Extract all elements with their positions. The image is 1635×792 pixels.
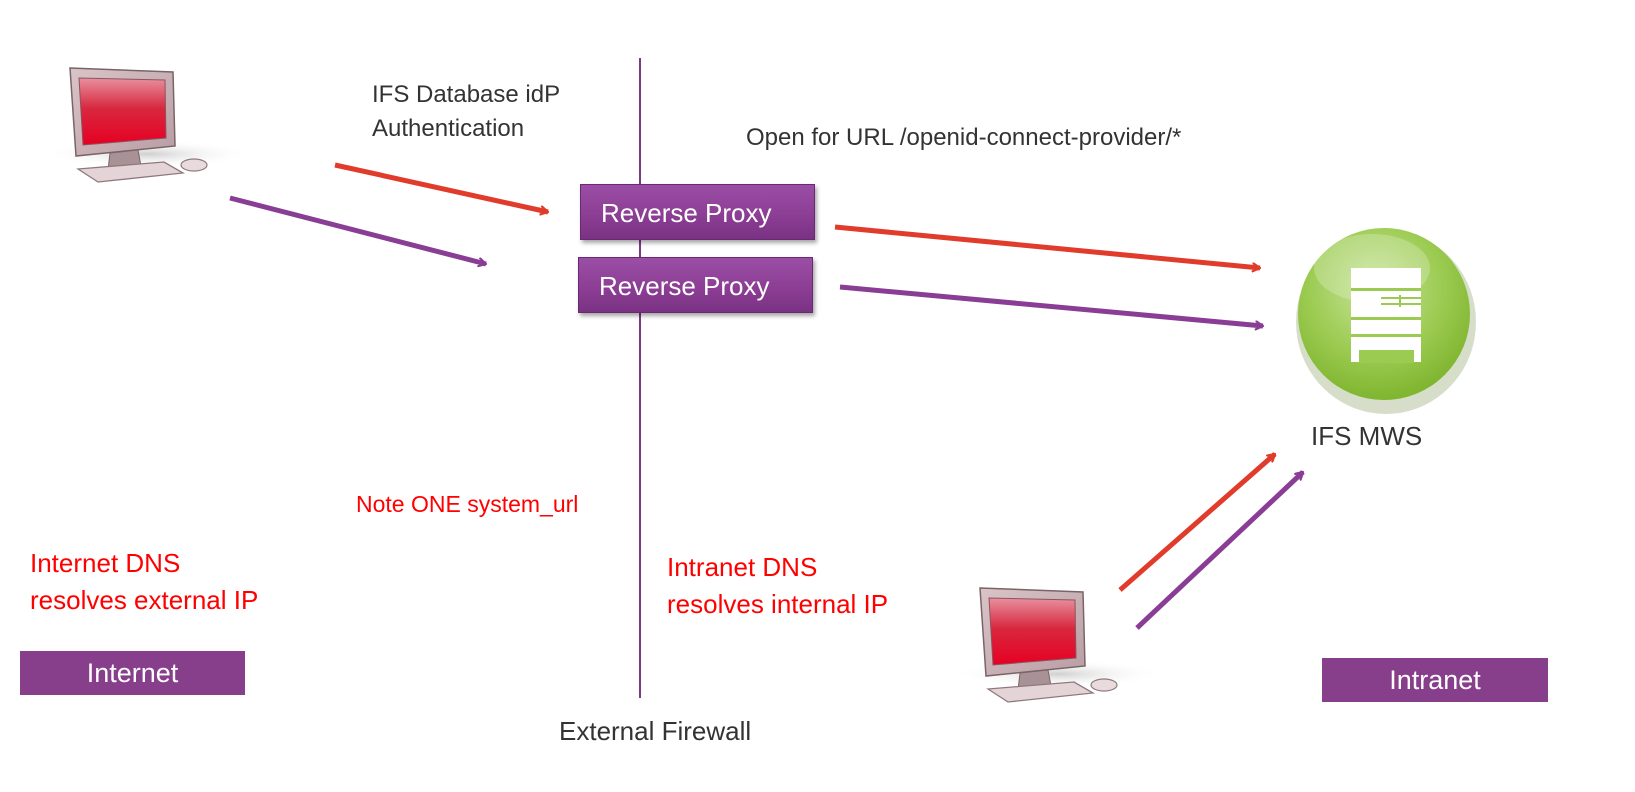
- idp-label: IFS Database idP Authentication: [372, 78, 560, 146]
- zone-intranet-badge: Intranet: [1322, 658, 1548, 702]
- idp-label-line1: IFS Database idP: [372, 81, 561, 108]
- arrow-red-client-to-proxy: [334, 162, 548, 212]
- arrow-red-proxy-to-server: [834, 224, 1260, 268]
- intranet-dns-line1: Intranet DNS: [667, 552, 818, 582]
- idp-label-line2: Authentication: [372, 115, 525, 142]
- arrow-purple-intranet-to-server: [1135, 470, 1305, 630]
- server-icon: [1296, 228, 1476, 414]
- reverse-proxy-bottom: Reverse Proxy: [578, 257, 813, 313]
- server-name-label: IFS MWS: [1311, 421, 1423, 451]
- internet-dns-label: Internet DNS resolves external IP: [30, 545, 258, 619]
- intranet-dns-label: Intranet DNS resolves internal IP: [667, 549, 888, 623]
- desktop-computer-icon: [42, 67, 254, 183]
- open-url-label: Open for URL /openid-connect-provider/*: [746, 124, 1182, 151]
- arrow-purple-proxy-to-server: [839, 284, 1263, 326]
- internet-dns-line1: Internet DNS: [30, 548, 181, 578]
- arrow-red-intranet-to-server: [1118, 452, 1277, 592]
- note-label: Note ONE system_url: [356, 491, 579, 517]
- internet-dns-line2: resolves external IP: [30, 585, 259, 615]
- intranet-dns-line2: resolves internal IP: [667, 589, 889, 619]
- zone-internet-badge: Internet: [20, 651, 245, 695]
- desktop-computer-icon: [952, 587, 1164, 703]
- reverse-proxy-top: Reverse Proxy: [580, 184, 815, 240]
- firewall-label: External Firewall: [559, 716, 752, 746]
- arrow-purple-client-to-proxy: [229, 195, 486, 264]
